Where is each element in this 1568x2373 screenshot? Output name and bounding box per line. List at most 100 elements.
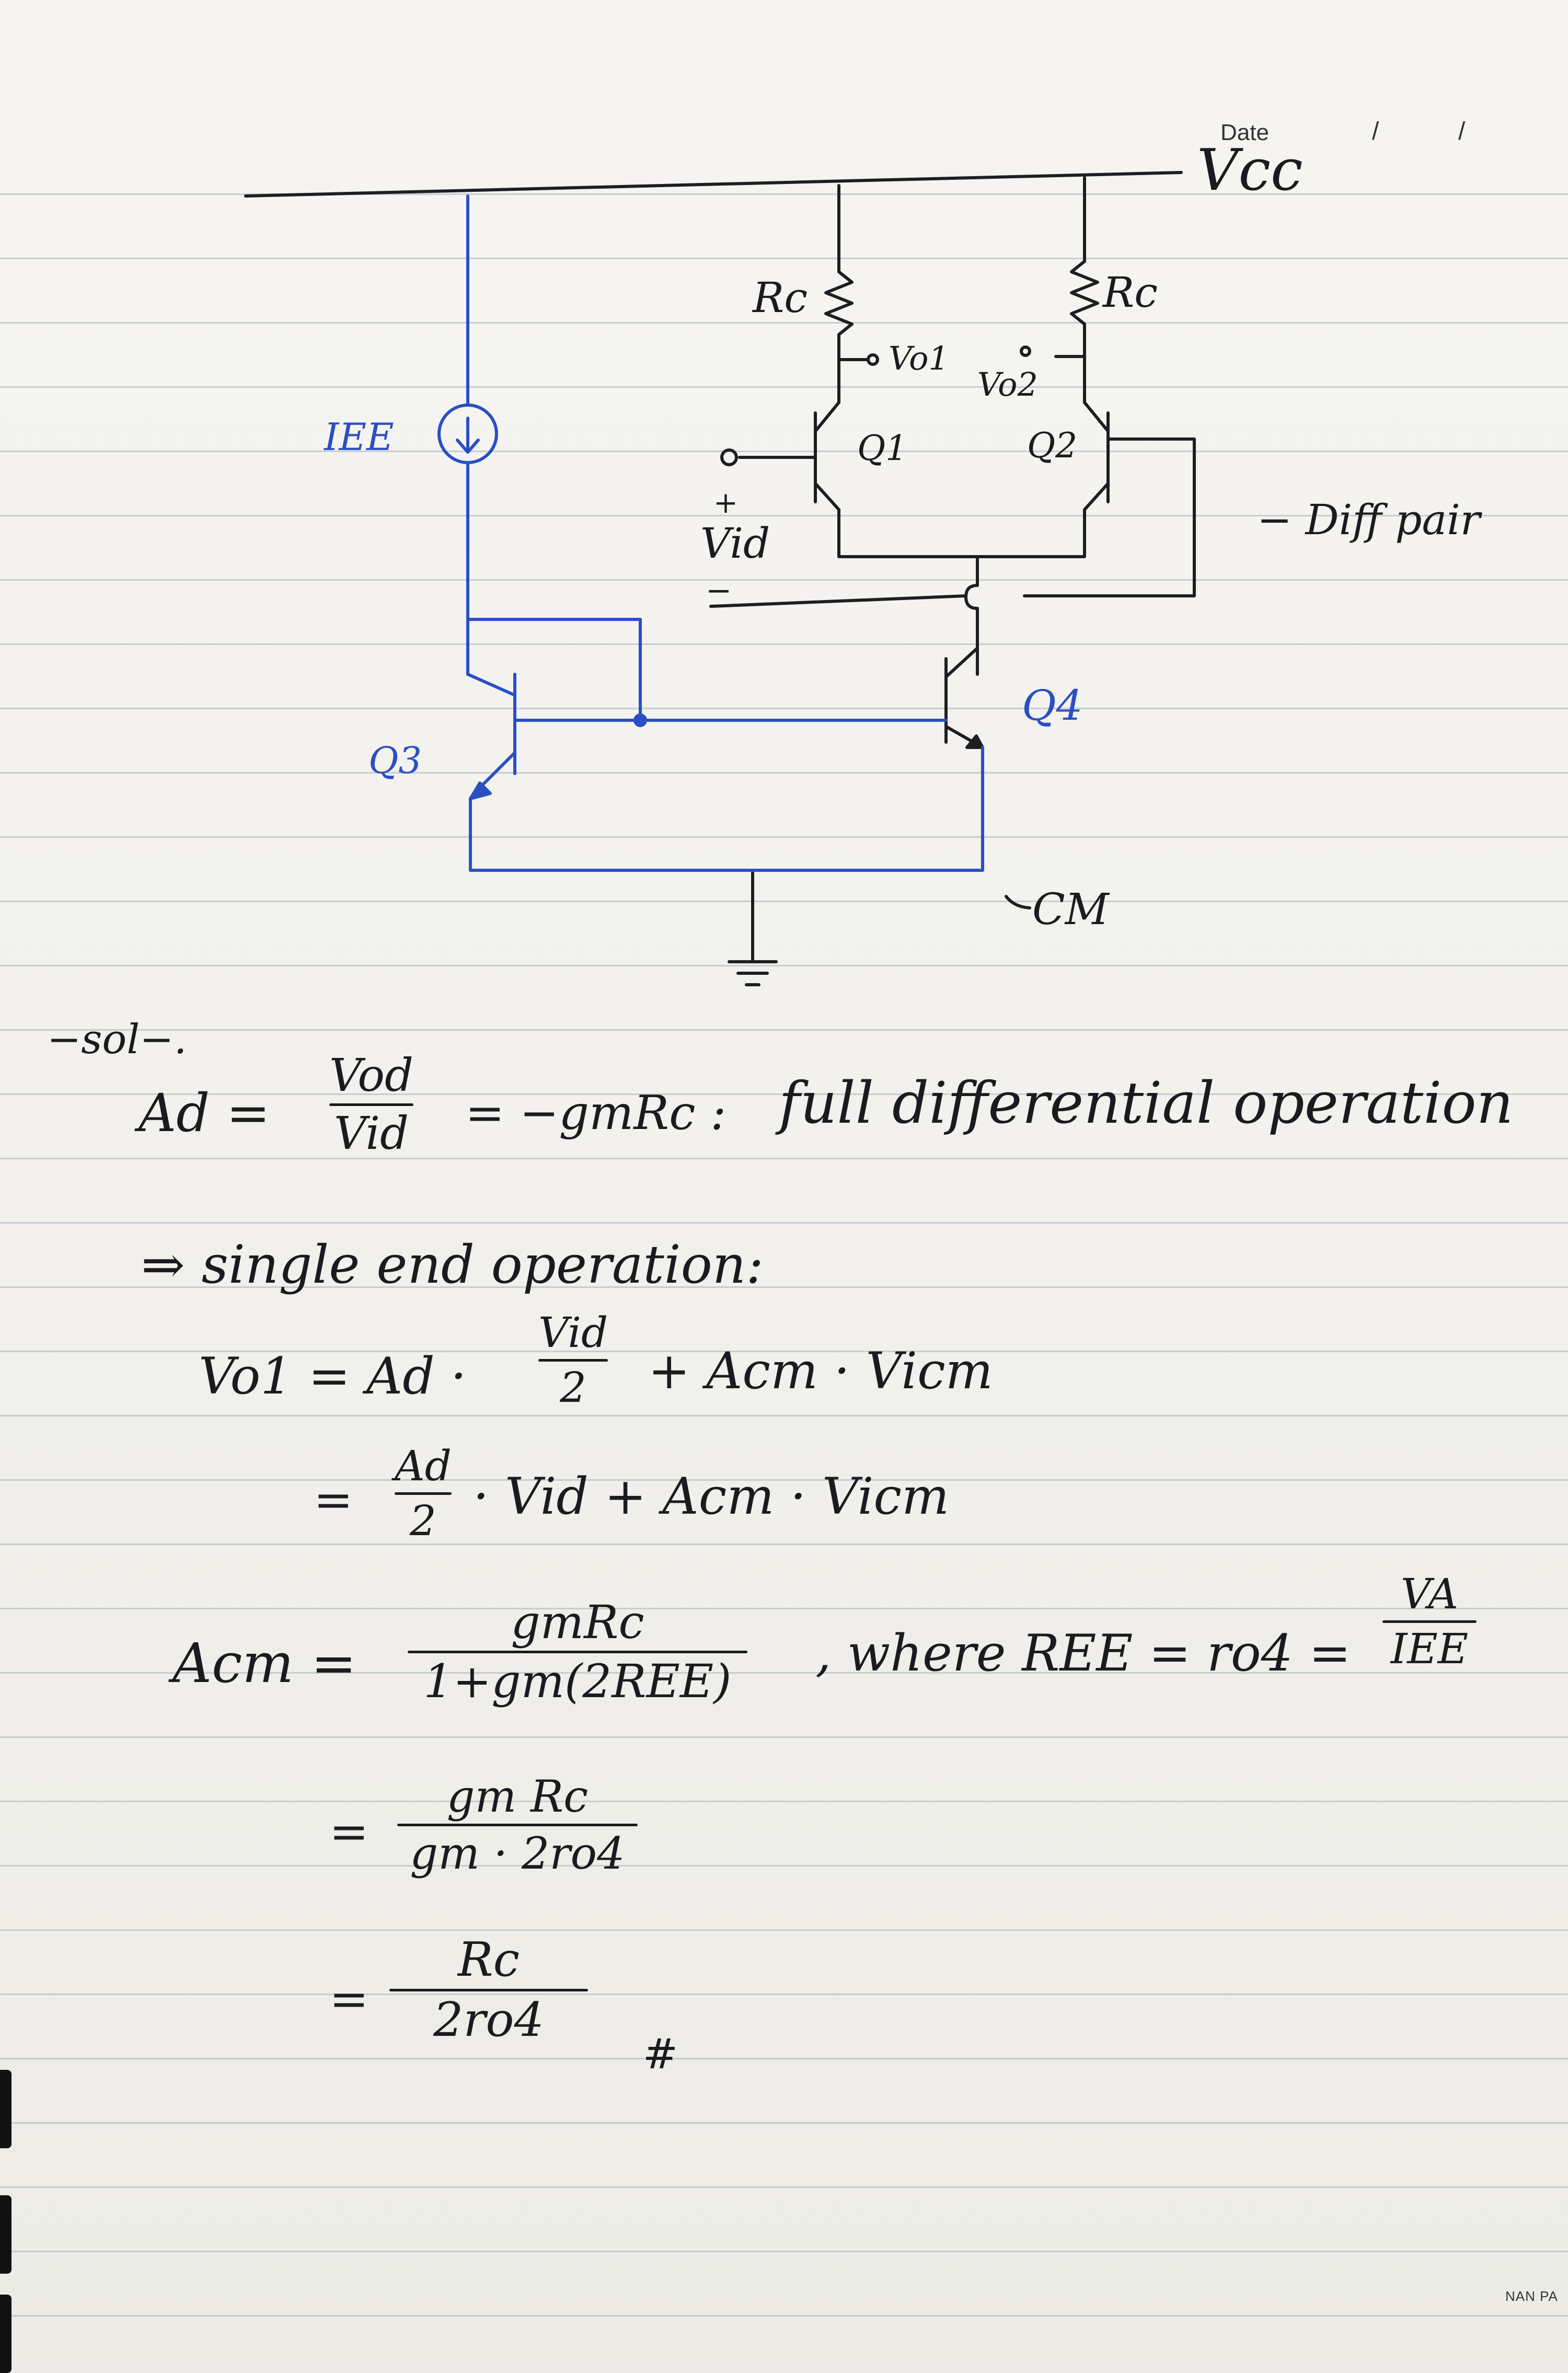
ruled-line bbox=[0, 515, 1568, 516]
vid-label: Vid bbox=[700, 519, 770, 568]
cm-label: CM bbox=[1032, 885, 1109, 935]
binding-edge bbox=[0, 2295, 11, 2373]
ruled-line bbox=[0, 2315, 1568, 2317]
rc-right-label: Rc bbox=[1103, 268, 1158, 317]
where-label: , where REE = ro4 = bbox=[815, 1624, 1351, 1683]
fraction-bar bbox=[395, 1492, 452, 1495]
ruled-line bbox=[0, 2251, 1568, 2252]
ruled-line bbox=[0, 1736, 1568, 1738]
acm-fraction-1: gmRc 1+gm(2REE) bbox=[408, 1599, 747, 1704]
date-slash: / bbox=[1372, 118, 1379, 145]
ruled-line bbox=[0, 386, 1568, 388]
iee-label: IEE bbox=[324, 415, 394, 459]
ruled-line bbox=[0, 836, 1568, 838]
ruled-line bbox=[0, 1672, 1568, 1674]
acm-denominator-3: 2ro4 bbox=[433, 1992, 544, 2047]
circuit-diagram bbox=[244, 171, 1196, 986]
ruled-line bbox=[0, 1286, 1568, 1288]
line2-rhs: · Vid + Acm · Vicm bbox=[473, 1467, 950, 1526]
ad-rhs: = −gmRc : bbox=[465, 1086, 727, 1141]
ad-numerator: Vod bbox=[329, 1050, 414, 1102]
ruled-line bbox=[0, 2122, 1568, 2124]
line2-denominator: 2 bbox=[410, 1496, 436, 1545]
fraction-bar bbox=[329, 1103, 414, 1106]
eq3: = bbox=[329, 1972, 369, 2026]
end-mark: # bbox=[643, 2030, 678, 2078]
ad-fraction: Vod Vid bbox=[329, 1050, 414, 1160]
acm-numerator-1: gmRc bbox=[511, 1595, 644, 1649]
line2-numerator: Ad bbox=[395, 1442, 452, 1490]
va-numerator: VA bbox=[1400, 1570, 1459, 1618]
acm-fraction-2: gm Rc gm · 2ro4 bbox=[397, 1775, 638, 1875]
q4-label: Q4 bbox=[1022, 681, 1083, 730]
full-diff-label: full differential operation bbox=[779, 1069, 1514, 1136]
ruled-line bbox=[0, 1093, 1568, 1095]
ruled-line bbox=[0, 965, 1568, 966]
line2-fraction: Ad 2 bbox=[395, 1445, 452, 1542]
binding-edge bbox=[0, 2195, 11, 2274]
ruled-line bbox=[0, 1029, 1568, 1031]
ruled-line bbox=[0, 1415, 1568, 1416]
vid-plus-label: + bbox=[713, 486, 738, 520]
date-slash: / bbox=[1458, 118, 1466, 145]
vo1-numerator: Vid bbox=[538, 1308, 608, 1357]
vo1-lhs: Vo1 = Ad · bbox=[199, 1347, 467, 1406]
vo1-label: Vo1 bbox=[889, 339, 949, 377]
vo1-denominator: 2 bbox=[560, 1363, 587, 1412]
vid-minus-label: − bbox=[706, 572, 732, 609]
ruled-line bbox=[0, 1158, 1568, 1159]
line2-eq: = bbox=[314, 1472, 353, 1527]
q3-label: Q3 bbox=[368, 739, 422, 782]
ruled-line bbox=[0, 579, 1568, 581]
ruled-line bbox=[0, 1351, 1568, 1352]
acm-numerator-3: Rc bbox=[457, 1932, 520, 1987]
ruled-line bbox=[0, 2186, 1568, 2188]
brand-mark: NAN PA bbox=[1505, 2288, 1558, 2304]
iee-denominator: IEE bbox=[1390, 1625, 1469, 1673]
vcc-label: Vcc bbox=[1197, 136, 1303, 203]
ruled-line bbox=[0, 1865, 1568, 1867]
date-label: Date bbox=[1220, 120, 1269, 145]
diff-pair-label: − Diff pair bbox=[1257, 496, 1481, 544]
binding-edge bbox=[0, 2070, 11, 2148]
ruled-line bbox=[0, 2058, 1568, 2059]
ruled-line bbox=[0, 1222, 1568, 1224]
vo1-rhs: + Acm · Vicm bbox=[648, 1342, 993, 1400]
ruled-line bbox=[0, 1994, 1568, 1995]
fraction-bar bbox=[1382, 1620, 1477, 1623]
acm-numerator-2: gm Rc bbox=[446, 1771, 589, 1822]
fraction-bar bbox=[397, 1824, 638, 1826]
fraction-bar bbox=[538, 1359, 608, 1362]
single-end-label: ⇒ single end operation: bbox=[141, 1234, 764, 1295]
ruled-line bbox=[0, 643, 1568, 645]
ruled-line bbox=[0, 451, 1568, 452]
sol-label: −sol−. bbox=[47, 1016, 187, 1063]
acm-lhs: Acm = bbox=[172, 1631, 357, 1695]
eq2: = bbox=[329, 1804, 369, 1859]
q2-label: Q2 bbox=[1027, 425, 1078, 466]
fraction-bar bbox=[408, 1651, 747, 1653]
fraction-bar bbox=[389, 1989, 588, 1991]
ad-denominator: Vid bbox=[333, 1108, 409, 1160]
ruled-line bbox=[0, 322, 1568, 324]
ruled-line bbox=[0, 901, 1568, 902]
acm-denominator-2: gm · 2ro4 bbox=[410, 1828, 625, 1879]
acm-fraction-3: Rc 2ro4 bbox=[389, 1937, 588, 2044]
vo1-fraction: Vid 2 bbox=[538, 1312, 608, 1409]
ruled-line bbox=[0, 708, 1568, 709]
ruled-line bbox=[0, 1801, 1568, 1802]
acm-denominator-1: 1+gm(2REE) bbox=[423, 1654, 732, 1708]
ruled-line bbox=[0, 772, 1568, 774]
ruled-line bbox=[0, 1608, 1568, 1609]
ad-lhs: Ad = bbox=[139, 1082, 270, 1144]
ruled-line bbox=[0, 1929, 1568, 1931]
ruled-line bbox=[0, 1479, 1568, 1481]
rc-left-label: Rc bbox=[753, 273, 808, 322]
ruled-line bbox=[0, 1543, 1568, 1545]
ruled-line bbox=[0, 193, 1568, 195]
vo2-label: Vo2 bbox=[977, 365, 1038, 404]
ruled-line bbox=[0, 258, 1568, 259]
va-iee-fraction: VA IEE bbox=[1382, 1573, 1477, 1670]
q1-label: Q1 bbox=[857, 428, 908, 468]
